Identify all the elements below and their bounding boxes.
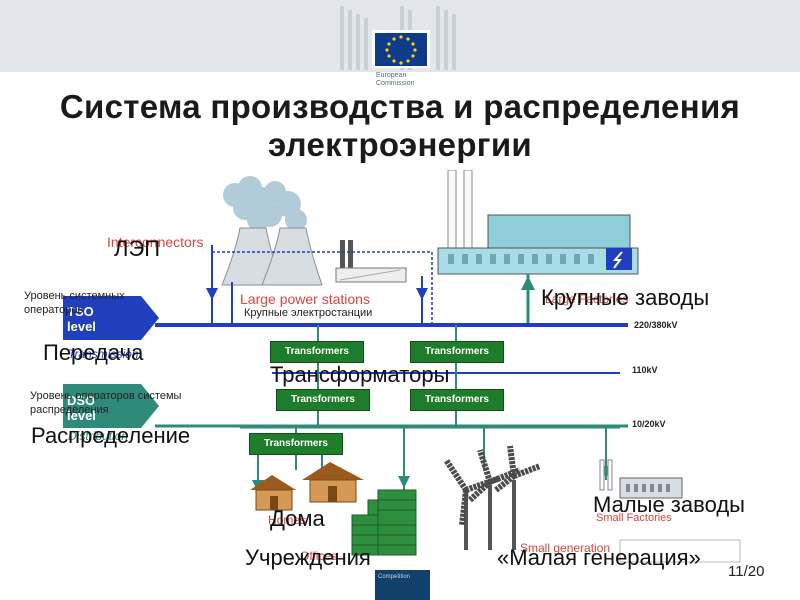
large-factories-ru-label: Крупные заводы [541,285,710,310]
page-number: 11/20 [728,563,765,580]
transformers-ru-label: Трансформаторы [270,362,450,387]
offices-icon [351,489,417,556]
page-title-line2: электроэнергии [267,126,533,163]
header-decoration [0,0,800,72]
dso-level-ru-label: Уровень операторов системы распределения [30,390,182,416]
transformer-label: Transformers [425,346,489,357]
small-generation-ru-label: «Малая генерация» [497,545,701,570]
transformer-box-5: Transformers [249,433,343,455]
lep-ru-label: ЛЭП [114,236,161,261]
transformer-label: Transformers [425,394,489,405]
logo-text-line2: Commission [376,80,415,87]
logo-text: European Commission [376,72,415,88]
dso-level-label: DSO level [67,393,96,423]
transformer-label: Transformers [291,394,355,405]
transformer-box-1: Transformers [270,341,364,363]
logo-text-line1: European [376,72,407,79]
eu-stars [385,35,417,65]
tso-level-label: TSO level [67,304,96,334]
transmission-ru-label: Передача [43,340,144,365]
distribution-ru-label: Распределение [31,423,191,448]
large-factory-icon [437,170,639,275]
small-factories-icon [599,459,683,499]
transformer-box-4: Transformers [410,389,504,411]
large-power-stations-ru-label: Крупные электростанции [244,307,373,319]
homes-icon [250,462,364,511]
homes-en-label: Homes [268,513,307,527]
small-factories-ru-label: Малые заводы [593,492,745,517]
offices-en-label: Offices [300,549,338,563]
transformer-box-2: Transformers [410,341,504,363]
transformer-label: Transformers [264,438,328,449]
voltage-220-380-label: 220/380kV [634,320,678,330]
wind-turbines-icon [443,445,542,550]
small-generation-en-label: Small generation [520,541,611,555]
small-factories-en-label: Small Factories [596,512,672,524]
footer-band-text: Competition [378,574,411,580]
dso-level-line2: level [67,408,96,423]
large-factories-label: Large Factories [545,292,629,306]
transformer-box-3: Transformers [276,389,370,411]
homes-ru-label: Дома [270,506,325,531]
tso-level-line1: TSO [67,304,94,319]
small-generation-box [619,539,741,563]
large-power-stations-label: Large power stations [240,291,370,307]
offices-ru-label: Учреждения [245,545,371,570]
voltage-10-20-label: 10/20kV [632,419,666,429]
footer-band: Competition [375,570,430,600]
tso-level-ru-label: Уровень системных операторов [24,290,125,316]
power-diagram [155,170,741,563]
page-title-line1: Система производства и распределения [59,88,741,125]
tso-level-badge [63,296,159,340]
distribution-en-label: Distribution [68,429,129,443]
tso-level-line2: level [67,319,96,334]
voltage-110-label: 110kV [632,365,658,375]
dso-level-badge [63,384,159,428]
transformer-label: Transformers [285,346,349,357]
dso-level-line1: DSO [67,393,96,408]
power-plant-icon [335,240,407,283]
interconnectors-label: Interconnectors [107,234,204,250]
cooling-towers-icon [221,176,323,286]
transmission-en-label: Transmission [68,347,139,361]
